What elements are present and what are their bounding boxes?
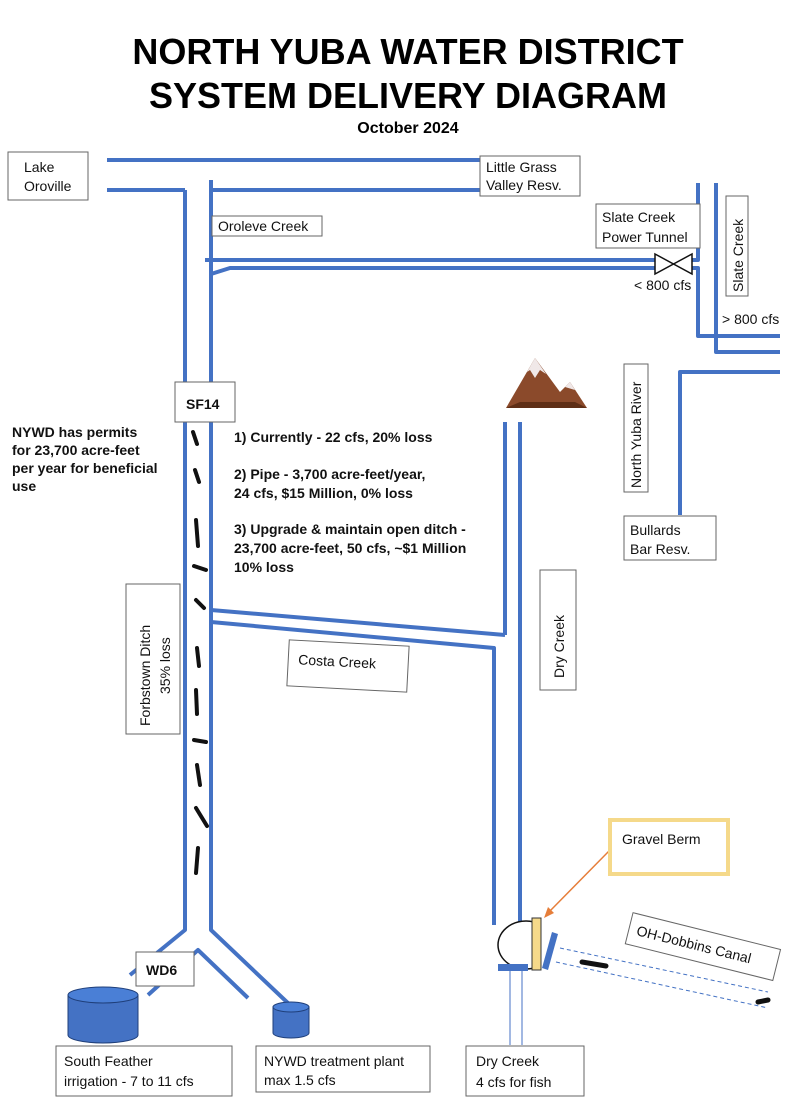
svg-text:Bullards: Bullards <box>630 522 681 538</box>
svg-text:irrigation - 7 to 11 cfs: irrigation - 7 to 11 cfs <box>64 1073 194 1089</box>
label-wd6: WD6 <box>135 951 195 987</box>
pipe-main-left <box>128 190 187 977</box>
svg-text:Bar Resv.: Bar Resv. <box>630 541 690 557</box>
svg-text:for 23,700 acre-feet: for 23,700 acre-feet <box>12 442 140 458</box>
diversion-structure <box>497 917 558 971</box>
svg-text:South Feather: South Feather <box>64 1053 153 1069</box>
svg-text:Lake: Lake <box>24 159 55 175</box>
label-oroleve-creek: Oroleve Creek <box>211 215 323 237</box>
svg-text:max 1.5 cfs: max 1.5 cfs <box>264 1072 336 1088</box>
pipe-costa-lower <box>210 620 496 925</box>
tunnel-valve-icon <box>654 252 693 276</box>
svg-text:use: use <box>12 478 36 494</box>
oh-dobbins-dash-2 <box>755 997 771 1005</box>
label-forbstown-ditch: Forbstown Ditch 35% loss <box>125 583 181 735</box>
svg-text:Slate Creek: Slate Creek <box>730 218 746 292</box>
label-gravel-berm: Gravel Berm <box>608 818 730 876</box>
title-line-2: SYSTEM DELIVERY DIAGRAM <box>149 75 667 116</box>
pipe-north-yuba-left <box>678 370 780 515</box>
svg-text:Oroville: Oroville <box>24 178 72 194</box>
pipe-tunnel-right-lower <box>692 266 780 338</box>
svg-text:per year for beneficial: per year for beneficial <box>12 460 158 476</box>
svg-text:4 cfs for fish: 4 cfs for fish <box>476 1074 551 1090</box>
pipe-costa-upper <box>210 608 506 637</box>
svg-text:Dry Creek: Dry Creek <box>551 614 567 678</box>
label-sf14: SF14 <box>174 381 236 423</box>
svg-text:North Yuba River: North Yuba River <box>628 381 644 488</box>
svg-text:Oroleve Creek: Oroleve Creek <box>218 218 309 234</box>
title-date: October 2024 <box>357 120 458 137</box>
permits-note: NYWD has permits for 23,700 acre-feet pe… <box>12 424 158 494</box>
label-slate-creek-tunnel: Slate Creek Power Tunnel <box>595 203 701 249</box>
svg-text:Costa Creek: Costa Creek <box>298 651 378 671</box>
svg-text:Forbstown Ditch: Forbstown Ditch <box>137 625 153 726</box>
svg-text:Dry Creek: Dry Creek <box>476 1053 540 1069</box>
svg-text:Slate Creek: Slate Creek <box>602 209 676 225</box>
nywd-plant-tank-icon <box>272 1001 310 1039</box>
gravel-berm-marker <box>531 917 542 971</box>
option-3-line-2: 23,700 acre-feet, 50 cfs, ~$1 Million <box>234 540 466 556</box>
dry-creek-outflow <box>509 970 523 1045</box>
gravel-berm-arrow <box>544 849 611 918</box>
label-slate-creek: Slate Creek <box>725 195 749 297</box>
option-3-line-3: 10% loss <box>234 559 294 575</box>
svg-text:Gravel Berm: Gravel Berm <box>622 831 701 847</box>
option-3-line-1: 3) Upgrade & maintain open ditch - <box>234 521 466 537</box>
label-nywd-plant: NYWD treatment plant max 1.5 cfs <box>255 1045 431 1093</box>
svg-text:WD6: WD6 <box>146 962 177 978</box>
label-oh-dobbins: OH-Dobbins Canal <box>624 912 782 982</box>
south-feather-tank-icon <box>67 986 139 1044</box>
oh-dobbins-canal-lines <box>555 947 769 1009</box>
svg-text:Little Grass: Little Grass <box>486 159 557 175</box>
pipe-oroleve-lower <box>209 266 655 298</box>
label-tunnel-flow: < 800 cfs <box>634 277 691 293</box>
svg-text:SF14: SF14 <box>186 396 220 412</box>
pipe-main-right <box>209 180 292 1007</box>
option-2-line-1: 2) Pipe - 3,700 acre-feet/year, <box>234 466 425 482</box>
options-list: 1) Currently - 22 cfs, 20% loss 2) Pipe … <box>234 429 466 575</box>
mountain-icon <box>506 358 587 408</box>
svg-text:NYWD treatment plant: NYWD treatment plant <box>264 1053 404 1069</box>
label-north-yuba-river: North Yuba River <box>623 363 649 493</box>
label-bullards-bar: Bullards Bar Resv. <box>623 515 717 561</box>
svg-text:Power Tunnel: Power Tunnel <box>602 229 688 245</box>
label-costa-creek: Costa Creek <box>286 639 410 693</box>
label-little-grass-valley: Little Grass Valley Resv. <box>479 155 581 197</box>
svg-text:35% loss: 35% loss <box>157 637 173 694</box>
title-line-1: NORTH YUBA WATER DISTRICT <box>132 31 683 72</box>
svg-text:NYWD has permits: NYWD has permits <box>12 424 137 440</box>
option-1: 1) Currently - 22 cfs, 20% loss <box>234 429 433 445</box>
pipe-slate-creek <box>714 183 780 354</box>
label-slate-flow: > 800 cfs <box>722 311 779 327</box>
label-south-feather: South Feather irrigation - 7 to 11 cfs <box>55 1045 233 1097</box>
oh-dobbins-dash-1 <box>579 959 609 969</box>
label-dry-creek-bottom: Dry Creek 4 cfs for fish <box>465 1045 585 1097</box>
label-lake-oroville: Lake Oroville <box>7 151 89 201</box>
forbstown-ditch-dashes <box>191 430 209 875</box>
label-dry-creek-vertical: Dry Creek <box>539 569 577 691</box>
svg-text:Valley Resv.: Valley Resv. <box>486 177 562 193</box>
option-2-line-2: 24 cfs, $15 Million, 0% loss <box>234 485 413 501</box>
